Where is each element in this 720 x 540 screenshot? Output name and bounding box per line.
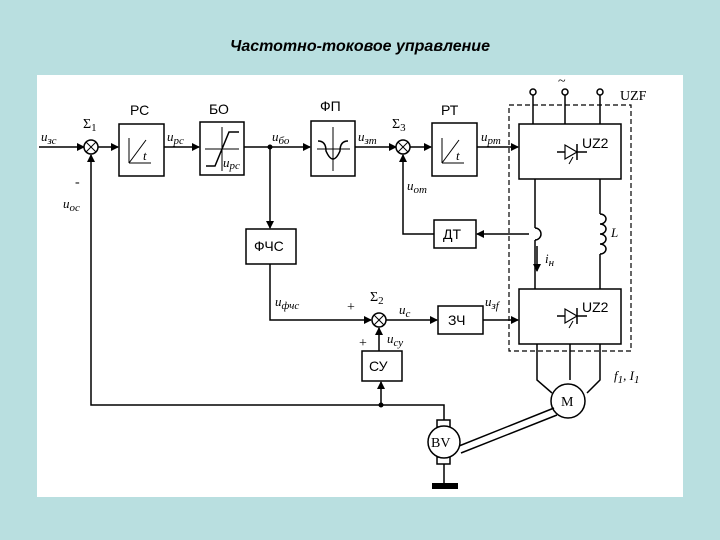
ac-supply-symbol: ~: [558, 75, 566, 89]
su-label: СУ: [369, 358, 388, 374]
pc-label: РС: [130, 102, 149, 118]
svg-text:Σ1: Σ1: [83, 117, 97, 134]
input-signal-u3c: uзс: [41, 129, 57, 147]
svg-text:uс: uс: [399, 302, 411, 320]
motor-frequency-current-label: f1, I1: [614, 368, 639, 386]
inductor-label: L: [610, 225, 618, 240]
phase-freq-signal-block: [245, 228, 297, 265]
fp-label: ФП: [320, 98, 341, 114]
tacho-label: BV: [431, 436, 450, 451]
ground-base: [432, 483, 458, 489]
uz2-bottom-label: UZ2: [582, 299, 609, 315]
control-system-block: [361, 350, 403, 382]
current-sensor-block: [433, 219, 477, 249]
uz2-top-label: UZ2: [582, 135, 609, 151]
svg-text:uфчс: uфчс: [275, 294, 299, 312]
motor-label: M: [561, 395, 574, 410]
summing-junction-3: [395, 139, 411, 155]
zch-label: ЗЧ: [448, 312, 465, 328]
feedback-minus-sign: -: [75, 175, 80, 190]
slide-title: Частотно-токовое управление: [230, 38, 490, 55]
svg-text:t: t: [456, 148, 460, 163]
svg-text:uбо: uбо: [272, 129, 290, 147]
fchs-label: ФЧС: [254, 238, 284, 254]
rectifier-block: [518, 123, 622, 180]
svg-text:Σ3: Σ3: [392, 117, 406, 134]
uzf-label: UZF: [620, 89, 647, 104]
tachogenerator: [427, 419, 461, 465]
svg-text:uрт: uрт: [481, 129, 501, 147]
svg-text:t: t: [143, 148, 147, 163]
svg-text:+: +: [359, 336, 367, 351]
motor: [550, 383, 586, 419]
limiter-block: uрс: [199, 121, 245, 176]
svg-text:uрс: uрс: [167, 129, 184, 147]
svg-text:uсу: uсу: [387, 331, 403, 349]
svg-text:uрс: uрс: [223, 155, 240, 172]
bo-label: БО: [209, 101, 229, 117]
svg-text:uзт: uзт: [358, 129, 377, 147]
current-regulator-block: t: [431, 122, 478, 177]
inverter-block: [518, 288, 622, 345]
svg-text:Σ2: Σ2: [370, 290, 384, 307]
control-circuit-diagram: uзс Σ1 - uос t РС uрс uрс БО uбо ФП: [37, 75, 683, 497]
svg-text:uзf: uзf: [485, 294, 501, 312]
summing-junction-2: [371, 312, 387, 328]
svg-text:uот: uот: [407, 178, 427, 196]
dt-label: ДТ: [443, 226, 461, 242]
svg-text:iн: iн: [545, 251, 555, 269]
feedback-signal-uoc: uос: [63, 196, 80, 214]
speed-regulator-block: t: [118, 123, 165, 177]
svg-text:+: +: [347, 300, 355, 315]
summing-junction-1: [83, 139, 99, 155]
pt-label: РТ: [441, 102, 459, 118]
function-converter-block: [310, 120, 356, 177]
